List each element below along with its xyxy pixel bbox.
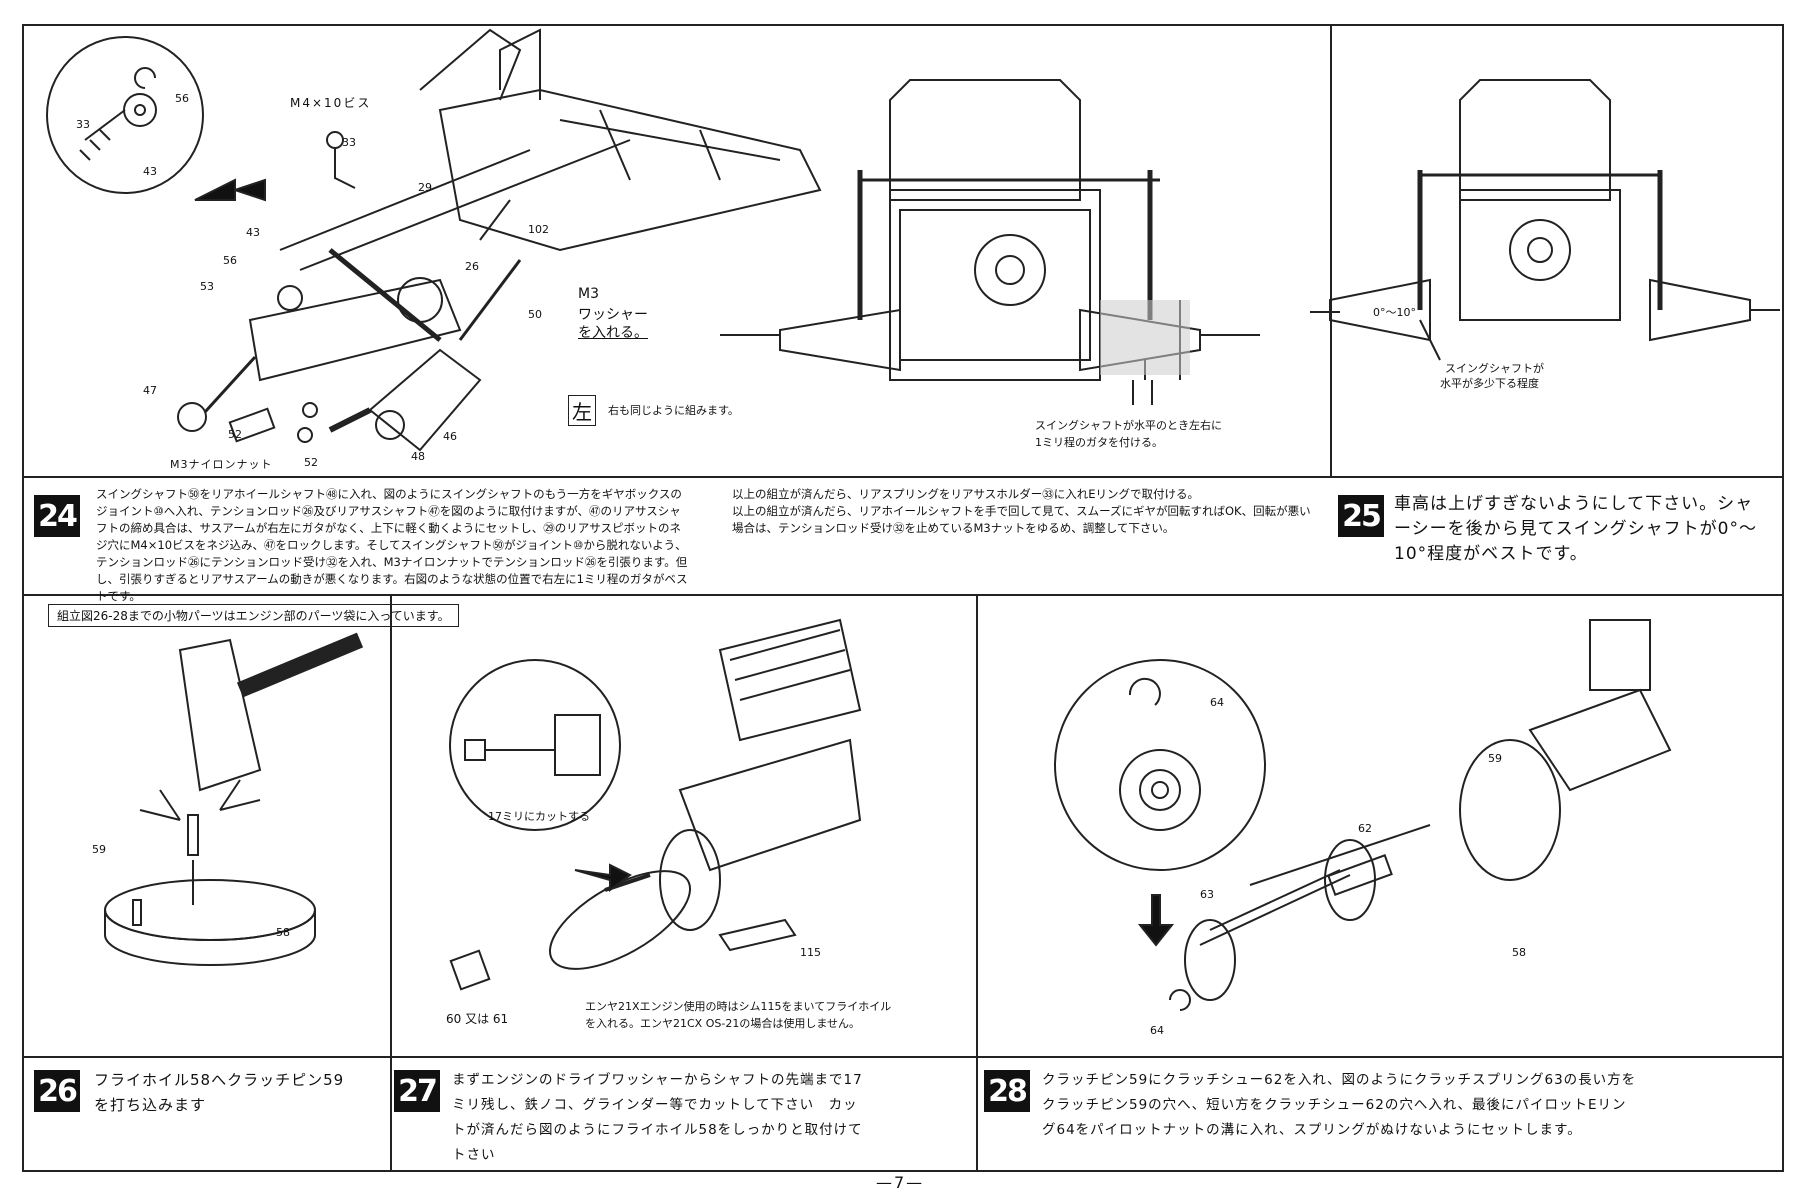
- swing-shaft-note: スイングシャフトが水平のとき左右に: [1035, 419, 1222, 432]
- divider-bottom-row: [22, 1056, 1784, 1058]
- part-label: 52: [228, 428, 242, 441]
- part-label: 63: [1200, 888, 1214, 901]
- angle-label: 0°〜10°: [1373, 306, 1416, 319]
- page-number: —7—: [876, 1173, 925, 1192]
- step-24-number: 24: [34, 495, 80, 537]
- part-label: 50: [528, 308, 542, 321]
- detail-zoom-circle: [46, 36, 204, 194]
- part-label: 115: [800, 946, 821, 959]
- step-26-text: フライホイル58へクラッチピン59 を打ち込みます: [94, 1071, 345, 1114]
- divider-step25: [1330, 24, 1332, 476]
- step-27-number: 27: [394, 1070, 440, 1112]
- step-25-text: 車高は上げすぎないようにして下さい。シャーシーを後から見てスイングシャフトが0°…: [1394, 494, 1757, 564]
- m3-label: M3: [578, 286, 599, 302]
- part-label: 43: [246, 226, 260, 239]
- divider-top-row: [22, 476, 1784, 478]
- part-label: 52: [304, 456, 318, 469]
- detail-zoom-circle-27: [449, 659, 621, 831]
- part-label: 102: [528, 223, 549, 236]
- part-label: 58: [276, 926, 290, 939]
- step-28-text: クラッチピン59にクラッチシュー62を入れ、図のようにクラッチスプリング63の長…: [1042, 1072, 1637, 1138]
- part-label: 26: [465, 260, 479, 273]
- step-27-text: まずエンジンのドライブワッシャーからシャフトの先端まで17 ミリ残し、鉄ノコ、グ…: [452, 1072, 863, 1163]
- part-label: 43: [143, 165, 157, 178]
- part-label: 29: [418, 181, 432, 194]
- part-label: 64: [1210, 696, 1224, 709]
- part-label: 53: [200, 280, 214, 293]
- step-24-text: スイングシャフト㊿をリアホイールシャフト㊽に入れ、図のようにスイングシャフトのも…: [96, 487, 688, 603]
- step-24-text-b: 以上の組立が済んだら、リアスプリングをリアサスホルダー㉝に入れEリングで取付ける…: [732, 487, 1311, 535]
- cut-17mm-label: 17ミリにカットする: [488, 810, 590, 823]
- part-label: 59: [92, 843, 106, 856]
- part-label: 62: [1358, 822, 1372, 835]
- m4-screw-label: M4×10ビス: [290, 96, 372, 110]
- manual-page: [22, 24, 1784, 1172]
- part-label: 33: [342, 136, 356, 149]
- divider-step28: [976, 594, 978, 1172]
- detail-zoom-circle-28: [1054, 659, 1266, 871]
- step-26-number: 26: [34, 1070, 80, 1112]
- shim-note-2: を入れる。エンヤ21CX OS-21の場合は使用しません。: [585, 1017, 860, 1030]
- washer-label-2: を入れる。: [578, 325, 648, 341]
- part-60-or-61-label: 60 又は 61: [446, 1012, 509, 1026]
- shim-note: エンヤ21Xエンジン使用の時はシム115をまいてフライホイル: [585, 1000, 892, 1013]
- swing-shaft-note-2: 1ミリ程のガタを付ける。: [1035, 436, 1163, 449]
- washer-label: ワッシャー: [578, 307, 648, 323]
- step-28-number: 28: [984, 1070, 1030, 1112]
- divider-step27: [390, 594, 392, 1172]
- part-label: 59: [1488, 752, 1502, 765]
- step-25-number: 25: [1338, 495, 1384, 537]
- left-side-note: 右も同じように組みます。: [608, 404, 739, 417]
- part-label: 58: [1512, 946, 1526, 959]
- swing-angle-note: スイングシャフトが: [1445, 362, 1544, 375]
- divider-text-row-top: [22, 594, 1784, 596]
- part-label: 48: [411, 450, 425, 463]
- part-label: 47: [143, 384, 157, 397]
- parts-bag-note: 組立図26-28までの小物パーツはエンジン部のパーツ袋に入っています。: [48, 604, 459, 627]
- part-label: 64: [1150, 1024, 1164, 1037]
- nylon-nut-label: M3ナイロンナット: [170, 458, 273, 471]
- part-label: 33: [76, 118, 90, 131]
- left-side-mark: 左: [568, 395, 596, 426]
- part-label: 56: [175, 92, 189, 105]
- swing-angle-note-2: 水平が多少下る程度: [1440, 377, 1539, 390]
- part-label: 46: [443, 430, 457, 443]
- part-label: 56: [223, 254, 237, 267]
